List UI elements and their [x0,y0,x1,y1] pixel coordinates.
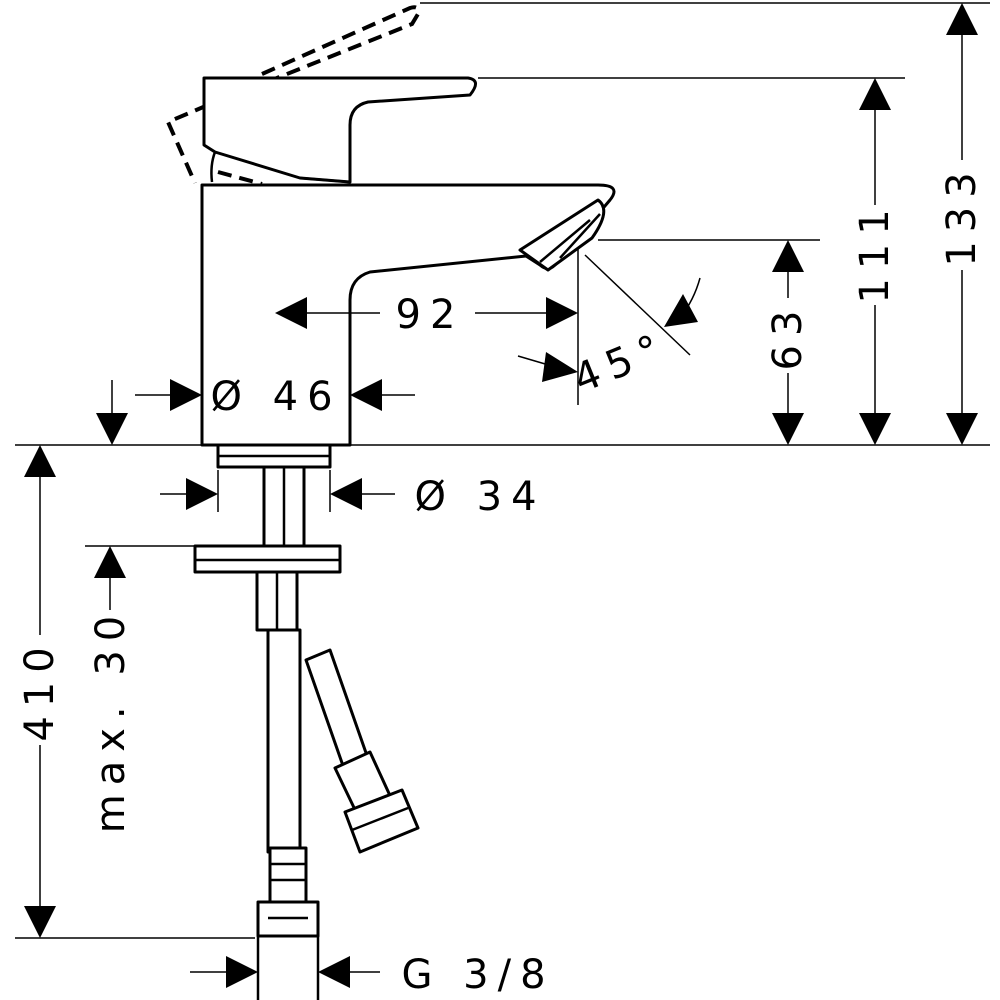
dimension-45-degree: 45° [517,277,701,403]
dimension-diameter-34: Ø 34 [160,474,545,520]
dimension-diameter-46: Ø 46 [96,374,415,445]
dimension-111: 111 [852,78,898,445]
dimension-92: 92 [275,292,578,338]
dim-410-label: 410 [17,638,63,741]
lever-alternate-position [165,5,421,186]
dim-92-label: 92 [396,292,465,338]
dim-63-label: 63 [765,302,811,371]
dim-max30-label: max. 30 [88,607,134,833]
faucet-body [200,76,616,469]
dimension-410: 410 [17,445,63,938]
dimension-133: 133 [939,3,985,445]
dimension-63: 63 [765,240,811,445]
dim-46-label: Ø 46 [210,374,341,420]
extension-lines [15,2,990,939]
mounting-assembly [193,465,420,1000]
dim-45-label: 45° [567,323,675,402]
dimension-max-30: max. 30 [88,546,134,833]
dim-133-label: 133 [939,163,985,266]
dim-g38-label: G 3/8 [401,952,554,998]
dimension-g-3-8: G 3/8 [190,952,554,998]
dim-111-label: 111 [852,200,898,303]
dim-34-label: Ø 34 [414,474,545,520]
